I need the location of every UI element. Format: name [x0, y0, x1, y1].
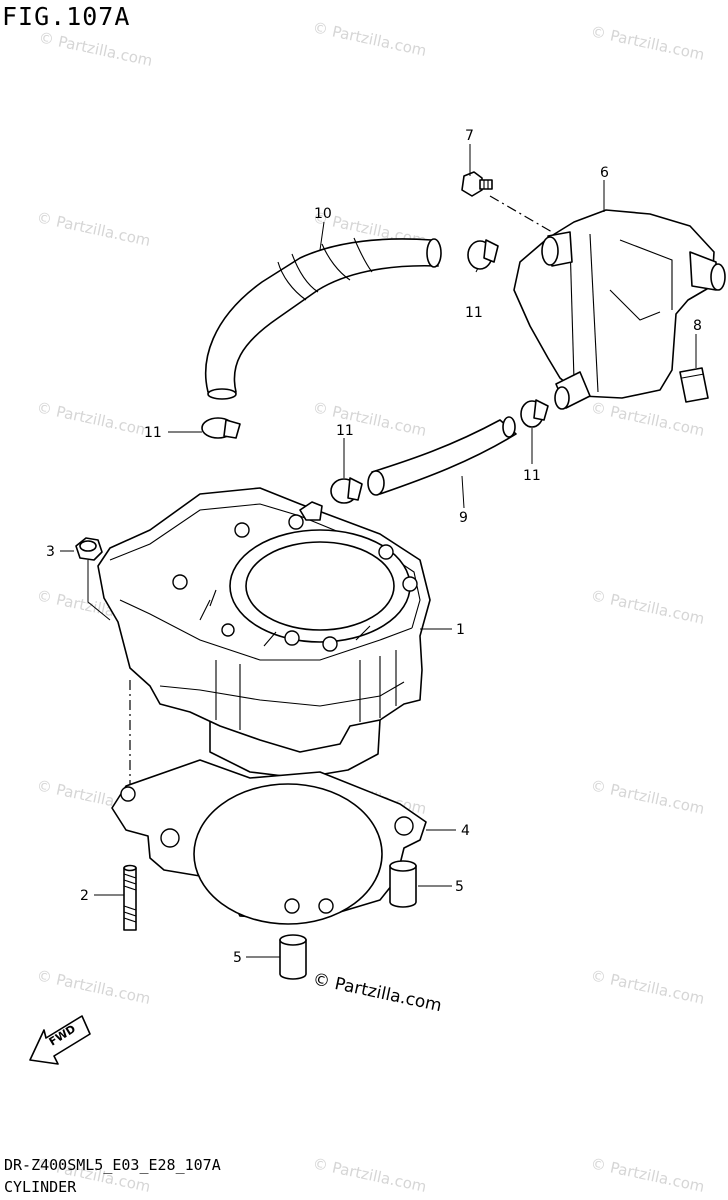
watermark: © Partzilla.com [589, 966, 706, 1008]
part-9-hose[interactable] [367, 416, 517, 496]
diagram-code: DR-Z400SML5_E03_E28_107A [4, 1156, 221, 1174]
part-1-cylinder[interactable] [97, 487, 431, 779]
part-3-nut[interactable] [75, 537, 103, 561]
watermark: © Partzilla.com [35, 208, 152, 250]
callout-11: 11 [336, 423, 354, 439]
part-5-dowel[interactable] [279, 934, 307, 980]
watermark: © Partzilla.com [35, 398, 152, 440]
watermark: © Partzilla.com [589, 586, 706, 628]
part-11-clamp[interactable] [201, 417, 241, 439]
part-11-clamp[interactable] [520, 399, 549, 428]
callout-11: 11 [465, 305, 483, 321]
leader-lines [60, 144, 697, 958]
watermark: © Partzilla.com [37, 28, 154, 70]
callout-3: 3 [46, 544, 55, 560]
callout-9: 9 [459, 510, 468, 526]
diagram-name: CYLINDER [4, 1178, 77, 1196]
callout-11: 11 [144, 425, 162, 441]
fwd-arrow-icon: FWD [29, 1015, 91, 1065]
callout-10: 10 [314, 206, 332, 222]
watermark: © Partzilla.com [311, 18, 428, 60]
part-11-clamp[interactable] [330, 477, 363, 504]
callout-4: 4 [461, 823, 470, 839]
part-6-housing[interactable] [513, 209, 726, 410]
callout-labels: 7 6 10 11 8 11 11 11 9 3 1 4 5 2 5 [46, 128, 702, 966]
assembly-line [489, 195, 553, 233]
callout-2: 2 [80, 888, 89, 904]
part-8-cap[interactable] [679, 367, 709, 403]
watermark: © Partzilla.com [35, 966, 152, 1008]
watermark: © Partzilla.com [589, 22, 706, 64]
part-10-hose[interactable] [204, 237, 442, 400]
watermark: © Partzilla.com [311, 1154, 428, 1196]
callout-5: 5 [233, 950, 242, 966]
part-11-clamp[interactable] [467, 239, 499, 270]
watermark: © Partzilla.com [311, 398, 428, 440]
callout-6: 6 [600, 165, 609, 181]
watermark: © Partzilla.com [589, 1154, 706, 1196]
part-2-stud[interactable] [123, 864, 137, 931]
callout-7: 7 [465, 128, 474, 144]
callout-8: 8 [693, 318, 702, 334]
callout-11: 11 [523, 468, 541, 484]
part-7-bolt[interactable] [461, 171, 493, 197]
watermark: © Partzilla.com [589, 776, 706, 818]
part-5-dowel[interactable] [389, 860, 417, 908]
callout-5: 5 [455, 879, 464, 895]
part-4-gasket[interactable] [111, 759, 427, 925]
figure-title: FIG.107A [2, 2, 131, 31]
watermark: © Partzilla.com [589, 398, 706, 440]
partzilla-watermark: © Partzilla.com [311, 969, 443, 1016]
callout-1: 1 [456, 622, 465, 638]
